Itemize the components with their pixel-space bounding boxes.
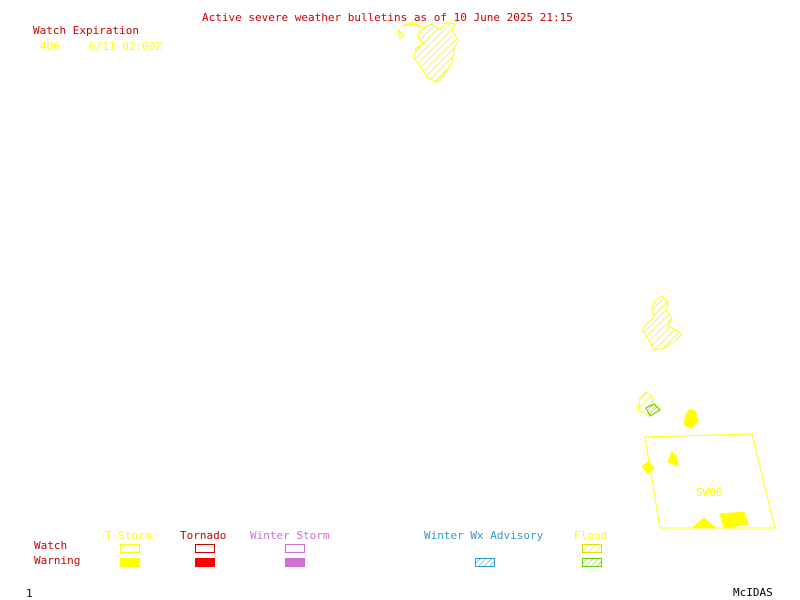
tstorm-warning-1[interactable]: [683, 408, 699, 429]
tstorm-warning-3[interactable]: [641, 461, 655, 475]
legend-winter-advisory-label: Winter Wx Advisory: [424, 529, 544, 542]
legend-winter-storm-label: Winter Storm: [250, 529, 330, 542]
legend-flood-label: Flood: [574, 529, 608, 542]
legend-tornado-label: Tornado: [180, 529, 227, 542]
watch-box-label: SW06: [696, 486, 723, 499]
legend-watch-label: Watch: [34, 539, 68, 552]
legend-tornado-watch-swatch: [195, 544, 215, 553]
watch-expiration-heading: Watch Expiration: [33, 24, 139, 37]
watch-box-406[interactable]: [644, 433, 776, 529]
mcidas-credit: McIDAS: [733, 586, 773, 599]
flood-warning-area-north[interactable]: [397, 21, 459, 83]
tstorm-warning-4[interactable]: [719, 511, 749, 529]
tstorm-warning-5[interactable]: [690, 517, 718, 529]
tstorm-warning-2[interactable]: [667, 451, 679, 467]
legend-tstorm-watch-swatch: [120, 544, 140, 553]
legend-winter-storm-warning-swatch: [285, 558, 305, 567]
page-title: Active severe weather bulletins as of 10…: [202, 11, 573, 24]
legend-tstorm-label: T-Storm: [105, 529, 152, 542]
legend-tstorm-warning-swatch: [120, 558, 140, 567]
flood-warning-area-east[interactable]: [641, 295, 683, 351]
flood-warning-area-small[interactable]: [637, 391, 661, 417]
legend-flood-watch-swatch: [582, 544, 602, 553]
legend-winter-advisory-warning-swatch: [475, 558, 495, 567]
watch-expires: 6/11 02:00Z: [89, 40, 162, 53]
legend-warning-label: Warning: [34, 554, 81, 567]
legend-winter-storm-watch-swatch: [285, 544, 305, 553]
watch-number: 406: [40, 40, 60, 53]
legend-tornado-warning-swatch: [195, 558, 215, 567]
legend-flood-warning-swatch: [582, 558, 602, 567]
frame-number: 1: [26, 587, 33, 600]
